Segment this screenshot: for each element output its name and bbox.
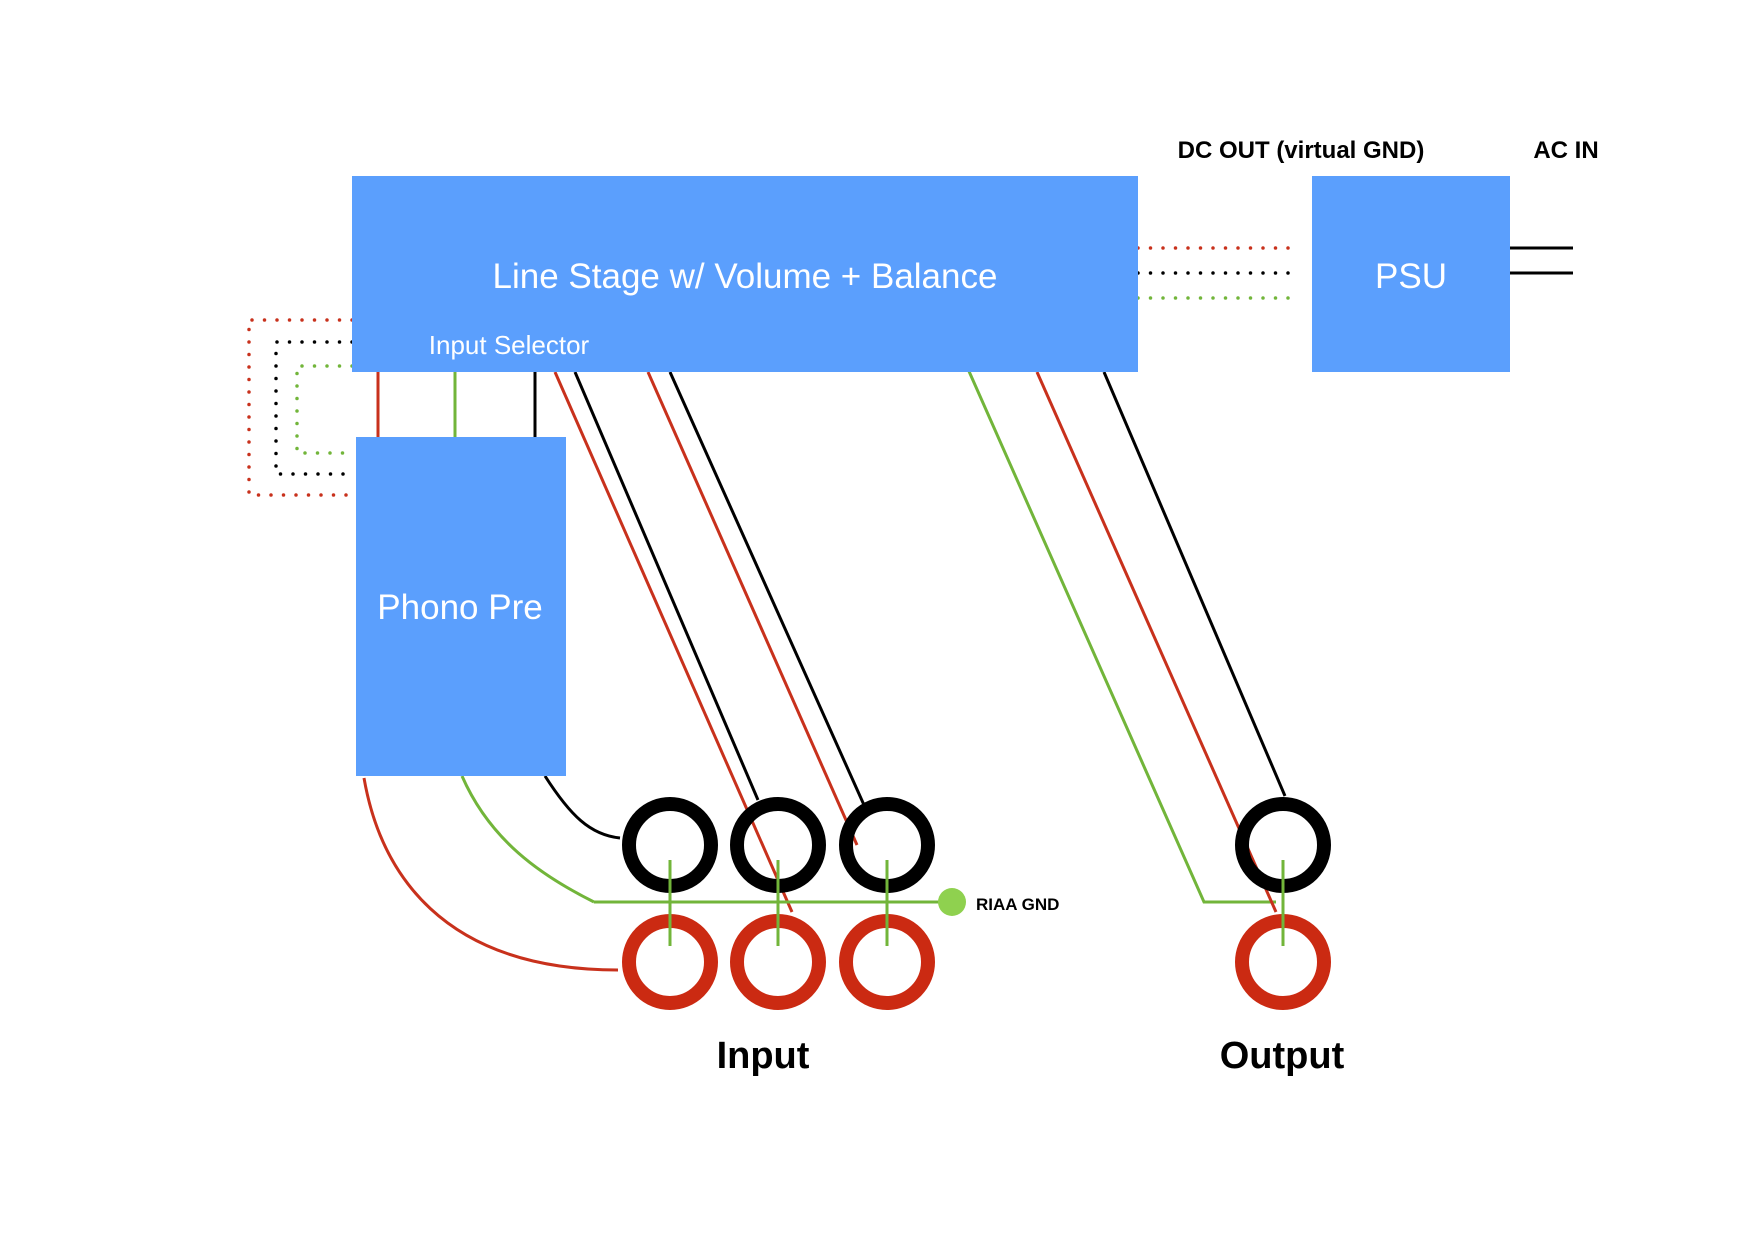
riaa-gnd-label: RIAA GND xyxy=(976,895,1059,914)
ac-input-wires xyxy=(1507,246,1573,275)
phono-out-green xyxy=(460,775,595,904)
input3-wire-red xyxy=(646,371,859,846)
output-caption: Output xyxy=(1220,1035,1345,1077)
input2-wire-red xyxy=(553,371,794,913)
dc-supply-wires xyxy=(1136,246,1302,300)
phono-out-black xyxy=(543,775,621,840)
phono-pre-block xyxy=(356,437,566,776)
input-caption: Input xyxy=(717,1035,810,1077)
input-selector-label: Input Selector xyxy=(429,330,590,360)
ground-dot-icon xyxy=(938,888,966,916)
input2-wire-black xyxy=(573,371,760,801)
input3-wire-black xyxy=(668,371,866,806)
output-wire-green xyxy=(962,359,1276,904)
line-stage-label: Line Stage w/ Volume + Balance xyxy=(493,257,998,296)
line-stage-block xyxy=(352,176,1138,372)
psu-label: PSU xyxy=(1375,257,1447,296)
ac-in-label: AC IN xyxy=(1533,137,1598,164)
dc-out-label: DC OUT (virtual GND) xyxy=(1178,137,1425,164)
phono-pre-label: Phono Pre xyxy=(377,588,542,627)
output-wire-red xyxy=(1035,371,1278,913)
phono-output-wires xyxy=(362,775,621,972)
phono-supply-green xyxy=(295,364,354,455)
output-wire-black xyxy=(1102,371,1287,797)
phono-supply-red xyxy=(247,318,354,497)
ground-bus xyxy=(594,860,1285,946)
phono-out-red xyxy=(362,777,619,972)
signal-wires xyxy=(553,359,1287,913)
phono-supply-wires xyxy=(247,318,354,497)
phono-supply-black xyxy=(274,340,354,476)
phono-to-selector-wires xyxy=(376,372,537,437)
psu-block xyxy=(1312,176,1510,372)
